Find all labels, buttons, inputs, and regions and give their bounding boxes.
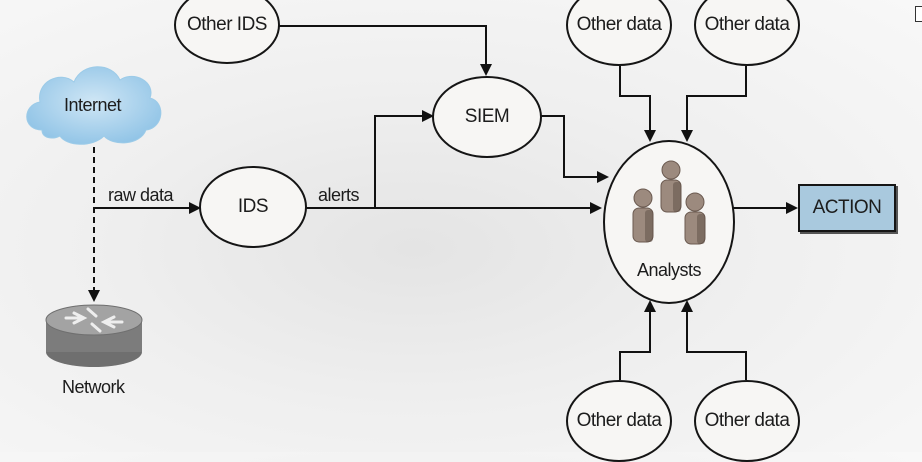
alerts-label: alerts [318,185,360,205]
diagram-connectors [26,25,798,380]
analysts-node: Analysts [603,140,735,304]
edge-other-ids-siem [278,25,492,76]
siem-node: SIEM [432,76,542,158]
people-icon [632,160,706,245]
cloud-icon [26,66,162,145]
edge-otherdata-bl [619,300,656,380]
other-ids-node: Other IDS [174,0,280,64]
action-node: ACTION [798,184,896,232]
edge-marker [915,6,922,22]
ids-node: IDS [199,166,307,248]
other-data-top-right-node: Other data [694,0,800,66]
other-data-bottom-left-node: Other data [566,380,672,462]
internet-label: Internet [64,95,122,115]
edge-otherdata-br [681,300,747,380]
analysts-label: Analysts [636,260,702,280]
edge-siem-analysts [540,115,609,183]
edge-otherdata-tr [681,66,747,142]
network-label: Network [62,377,125,397]
router-icon [45,304,143,367]
edge-alerts-siem [374,110,434,208]
other-data-top-left-node: Other data [566,0,672,66]
raw-data-label: raw data [108,185,174,205]
other-data-bottom-right-node: Other data [694,380,800,462]
edge-otherdata-tl [619,66,656,142]
